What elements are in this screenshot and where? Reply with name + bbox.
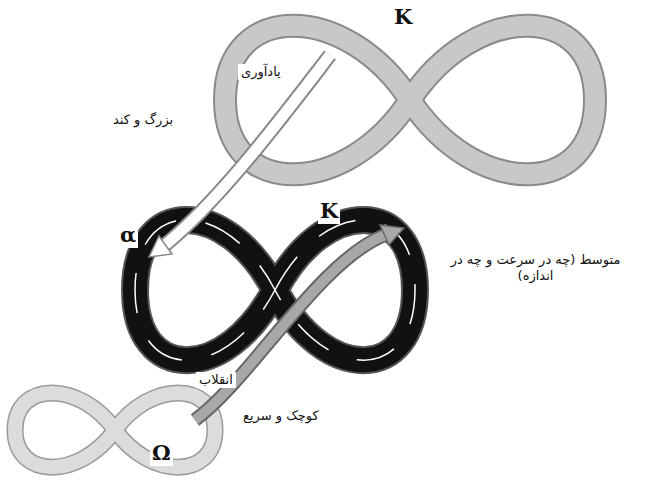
flow-label: انقلاب — [196, 372, 236, 388]
scale-label: کوچک و سریع — [240, 408, 322, 424]
phase-letter: α — [118, 222, 138, 248]
remember-ribbon — [149, 55, 330, 257]
revolt-ribbon — [195, 225, 404, 420]
phase-letter: K — [318, 198, 340, 224]
large-loop — [225, 26, 595, 175]
phase-letter: Ω — [150, 440, 173, 466]
phase-letter: K — [392, 4, 414, 30]
flow-label: یادآوری — [238, 64, 284, 80]
scale-label: متوسط (چه در سرعت و چه در اندازه) — [440, 252, 631, 285]
scale-label: بزرگ و کند — [110, 112, 176, 128]
small-loop — [15, 393, 215, 467]
